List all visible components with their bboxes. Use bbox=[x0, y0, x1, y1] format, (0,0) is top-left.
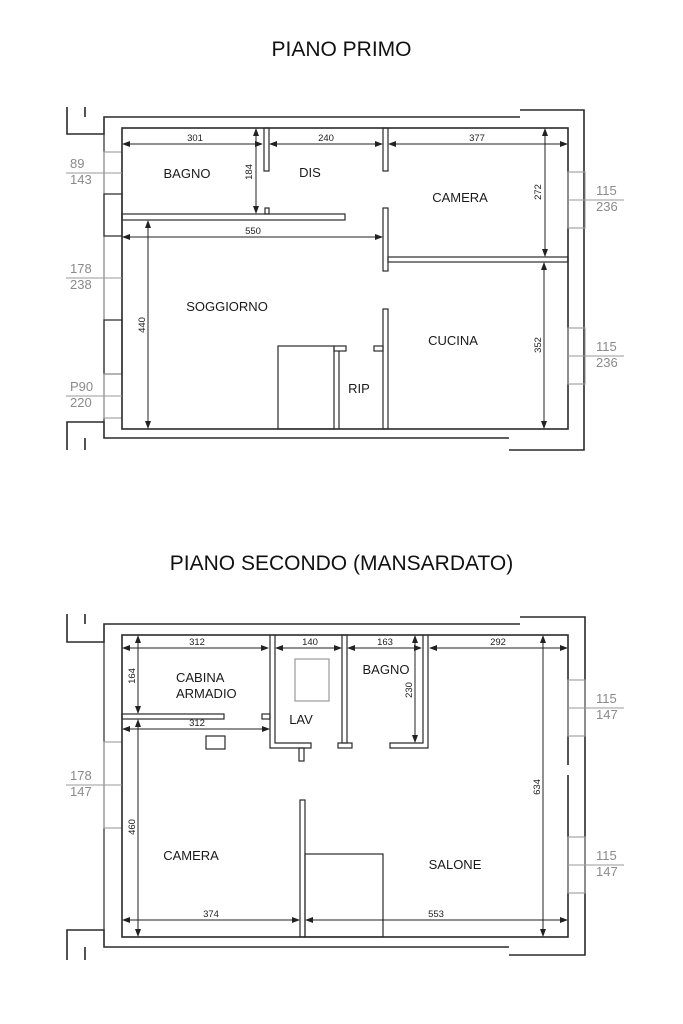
salone-block bbox=[304, 853, 384, 938]
dim-salone-height: 634 bbox=[532, 779, 543, 795]
partition-camera-cucina bbox=[387, 256, 569, 263]
window-right-1-bottom: 147 bbox=[596, 707, 618, 722]
room-salone: SALONE bbox=[429, 857, 482, 872]
floor-2-title: PIANO SECONDO (MANSARDATO) bbox=[169, 552, 514, 575]
window-left-1-bottom: 147 bbox=[70, 784, 92, 799]
outer-wall-top bbox=[66, 107, 520, 135]
dim-camera-height: 272 bbox=[533, 184, 544, 200]
window-left-1-bottom: 143 bbox=[70, 172, 92, 187]
floor-1-plan: 301 240 377 184 272 550 440 352 BAGNO DI… bbox=[66, 107, 624, 451]
window-left-1-top: 178 bbox=[70, 768, 92, 783]
floor-1-title: PIANO PRIMO bbox=[271, 38, 412, 61]
room-bagno: BAGNO bbox=[164, 166, 211, 181]
dim-camera-height: 460 bbox=[127, 819, 138, 835]
dim-soggiorno-width: 550 bbox=[245, 226, 261, 237]
dim-cucina-height: 352 bbox=[533, 337, 544, 353]
outer-wall-bottom bbox=[66, 929, 509, 960]
dim-bagno-width: 301 bbox=[187, 133, 203, 144]
window-right-2-top: 115 bbox=[596, 848, 617, 863]
partition-bagno bbox=[121, 213, 346, 221]
room-cucina: CUCINA bbox=[428, 333, 478, 348]
window-left-2-bottom: 238 bbox=[70, 277, 92, 292]
dim-bagno-height: 230 bbox=[404, 682, 415, 698]
outer-wall-top bbox=[66, 614, 520, 643]
dim-dis-width: 240 bbox=[318, 133, 334, 144]
partition-camera-salone bbox=[299, 799, 306, 938]
dim-cabina-height: 164 bbox=[127, 668, 138, 684]
window-right-1-top: 115 bbox=[596, 183, 617, 198]
window-left-1-top: 89 bbox=[70, 156, 84, 171]
outer-wall-right bbox=[509, 616, 586, 956]
window-right-1-top: 115 bbox=[596, 691, 617, 706]
door-left-3-top: P90 bbox=[70, 379, 93, 394]
room-lav: LAV bbox=[289, 712, 313, 727]
window-right-2-bottom: 147 bbox=[596, 864, 618, 879]
rip-block bbox=[277, 345, 335, 430]
room-bagno: BAGNO bbox=[363, 662, 410, 677]
room-rip: RIP bbox=[348, 381, 370, 396]
dim-soggiorno-height: 440 bbox=[137, 317, 148, 333]
room-cabina: CABINA bbox=[176, 670, 225, 685]
bagno-wall bbox=[389, 635, 429, 749]
dim-salone-width: 553 bbox=[428, 909, 444, 920]
lav-wall bbox=[269, 635, 312, 749]
dim-bagno-width: 163 bbox=[377, 637, 393, 648]
dim-camera-width: 377 bbox=[469, 133, 485, 144]
window-right-2-bottom: 236 bbox=[596, 355, 618, 370]
window-left-2-top: 178 bbox=[70, 261, 92, 276]
lav-window bbox=[294, 658, 330, 702]
floor-2-plan: 312 140 163 292 164 312 230 460 634 374 … bbox=[66, 614, 624, 960]
door-left-3-bottom: 220 bbox=[70, 395, 92, 410]
dim-salone-top-width: 292 bbox=[490, 637, 506, 648]
room-armadio: ARMADIO bbox=[176, 686, 237, 701]
fixture-box bbox=[205, 735, 226, 750]
window-right-2-top: 115 bbox=[596, 339, 617, 354]
outer-wall-bottom bbox=[66, 421, 509, 450]
room-camera: CAMERA bbox=[163, 848, 219, 863]
dim-cabina-width: 312 bbox=[189, 637, 205, 648]
outer-wall-right bbox=[509, 109, 585, 451]
room-dis: DIS bbox=[299, 165, 321, 180]
room-camera: CAMERA bbox=[432, 190, 488, 205]
dim-camera-width: 374 bbox=[203, 909, 219, 920]
dim-corridor-width: 312 bbox=[189, 718, 205, 729]
room-soggiorno: SOGGIORNO bbox=[186, 299, 268, 314]
dim-lav-width: 140 bbox=[302, 637, 318, 648]
window-right-1-bottom: 236 bbox=[596, 199, 618, 214]
partition-cabina bbox=[121, 713, 225, 720]
dim-bagno-height: 184 bbox=[244, 164, 255, 180]
